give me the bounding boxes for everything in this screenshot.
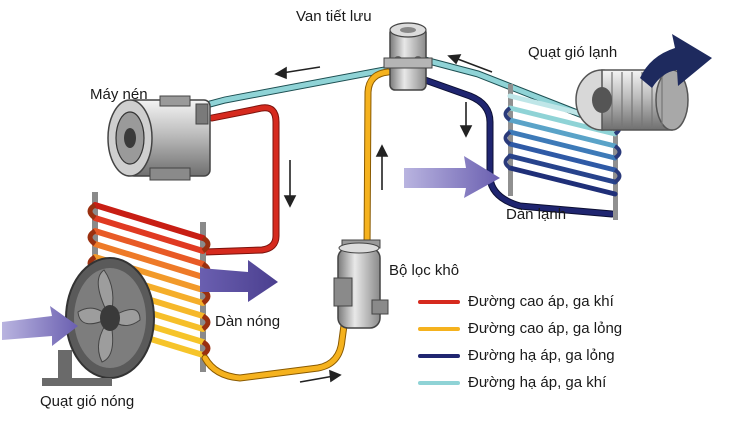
legend-item: Đường cao áp, ga khí [418, 288, 622, 315]
evaporator-airflow-in-arrow [404, 156, 500, 198]
legend: Đường cao áp, ga khí Đường cao áp, ga lỏ… [418, 288, 622, 396]
compressor-label: Máy nén [90, 86, 148, 103]
legend-label: Đường cao áp, ga khí [468, 293, 614, 310]
legend-label: Đường hạ áp, ga lỏng [468, 347, 615, 364]
legend-swatch-high-pressure-gas [418, 299, 460, 304]
condenser-fan [42, 257, 155, 386]
evaporator-label: Dàn lạnh [506, 206, 567, 223]
legend-label: Đường cao áp, ga lỏng [468, 320, 623, 337]
legend-item: Đường hạ áp, ga lỏng [418, 342, 622, 369]
evaporator-fan [575, 69, 689, 131]
condenser-fan-label: Quạt gió nóng [40, 393, 135, 410]
flow-arrow-valve-to-compressor [281, 66, 321, 74]
high-pressure-gas-line [201, 104, 280, 256]
flow-arrow-condenser-to-drier [299, 375, 335, 383]
expansion-valve-label: Van tiết lưu [296, 8, 372, 25]
legend-item: Đường hạ áp, ga khí [418, 369, 622, 396]
condenser-label: Dàn nóng [215, 313, 281, 330]
filter-drier-label: Bộ lọc khô [389, 262, 460, 279]
legend-swatch-low-pressure-gas [418, 380, 460, 385]
condenser-airflow-out-arrow [200, 260, 278, 302]
legend-swatch-high-pressure-liquid [418, 326, 460, 331]
legend-item: Đường cao áp, ga lỏng [418, 315, 622, 342]
legend-swatch-low-pressure-liquid [418, 353, 460, 358]
legend-label: Đường hạ áp, ga khí [468, 374, 607, 391]
flow-arrow-evaporator-to-valve [454, 57, 493, 73]
evaporator [503, 84, 622, 220]
cold-air-arrow [640, 34, 712, 88]
expansion-valve [383, 22, 433, 91]
compressor [107, 95, 211, 181]
condenser-airflow-in-arrow [2, 306, 78, 346]
filter-drier [333, 239, 389, 329]
evaporator-fan-label: Quạt gió lạnh [528, 44, 618, 61]
